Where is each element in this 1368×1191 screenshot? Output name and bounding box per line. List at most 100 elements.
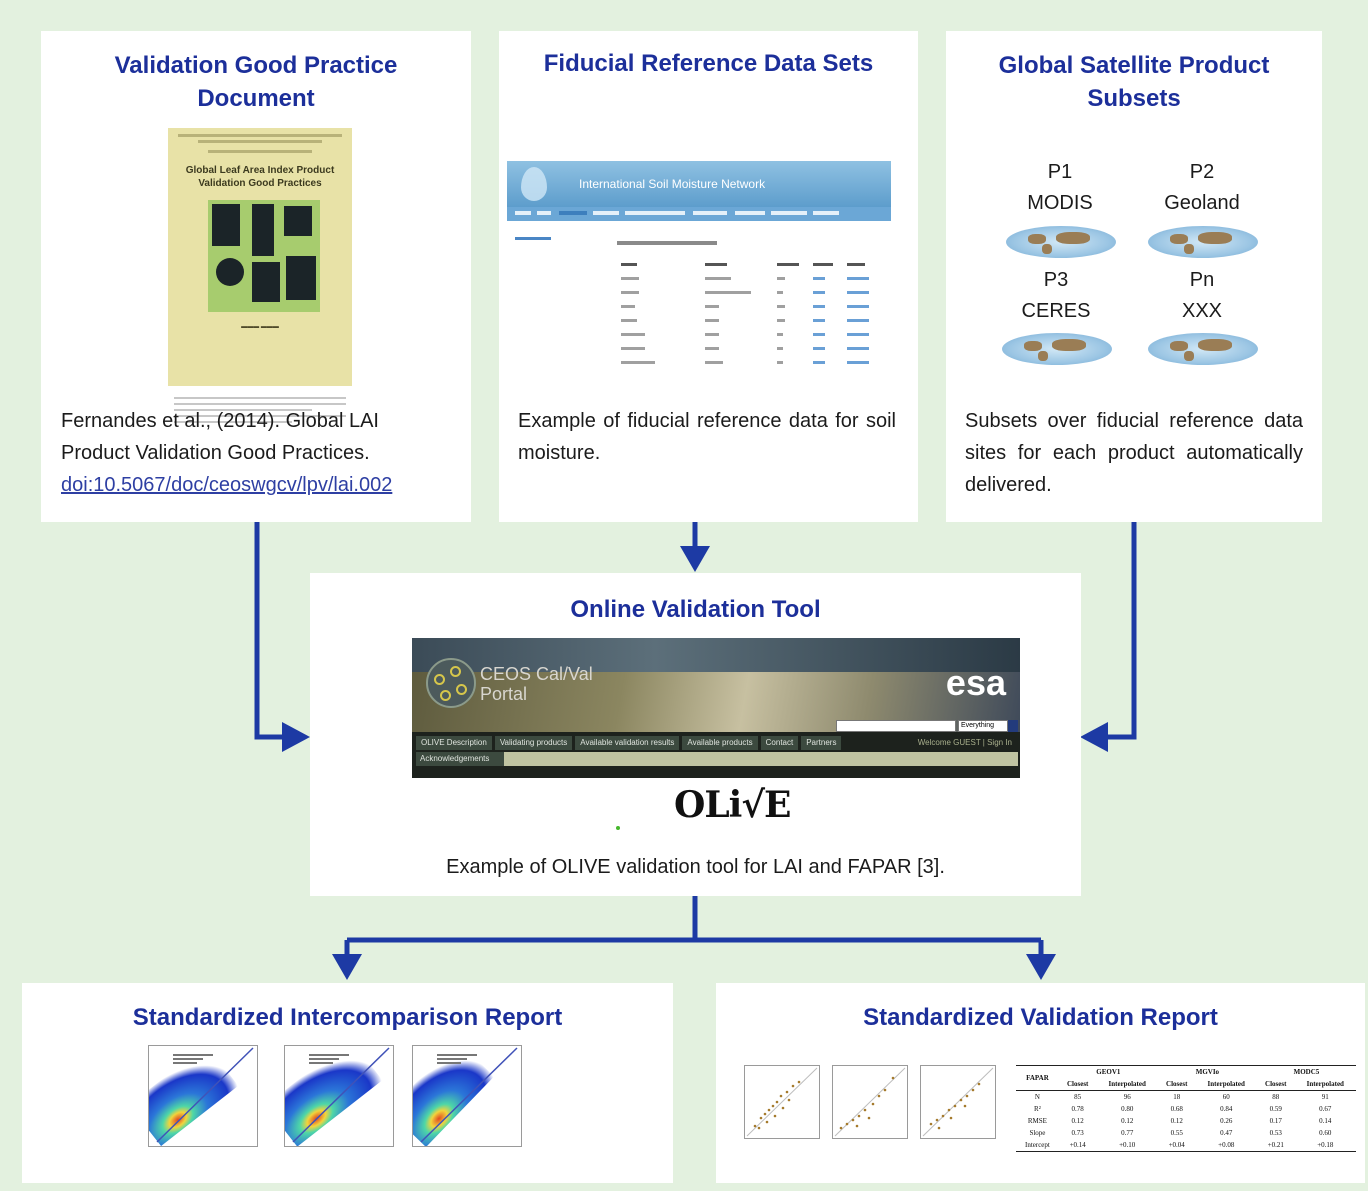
product-id: Pn — [1189, 269, 1215, 291]
connector-satellite-to-tool — [1108, 522, 1137, 740]
table-subheader: Interpolated — [1096, 1078, 1158, 1091]
green-dot — [616, 826, 620, 830]
table-row-label: Slope — [1029, 1129, 1046, 1137]
world-map-icon — [1148, 333, 1258, 365]
menu-acknowledgements[interactable]: Acknowledgements — [416, 752, 506, 766]
fiducial-box: Fiducial Reference Data Sets Internation… — [499, 31, 918, 522]
olive-menu: OLIVE Description Validating products Av… — [412, 732, 1020, 778]
product-p3: P3 CERES — [986, 265, 1126, 327]
table-row-label: Intercept — [1016, 1139, 1059, 1152]
world-map-icon — [1148, 226, 1258, 258]
table-row-label: R² — [1034, 1105, 1041, 1113]
table-row-label: N — [1034, 1093, 1040, 1101]
table-cell: 60 — [1222, 1093, 1230, 1101]
intercomparison-scatter-2 — [284, 1045, 394, 1147]
satellite-caption: Subsets over fiducial reference data sit… — [965, 410, 1303, 496]
ismn-table-heading — [617, 241, 717, 245]
table-cell: 0.17 — [1269, 1117, 1282, 1125]
arrowhead-left — [1080, 722, 1108, 752]
fiducial-title: Fiducial Reference Data Sets — [543, 50, 874, 77]
connector-doc-to-tool — [254, 522, 282, 740]
table-cell: +0.08 — [1195, 1139, 1257, 1152]
validation-scatter-2 — [832, 1065, 908, 1139]
olive-search-input[interactable] — [836, 720, 956, 732]
satellite-box: Global Satellite Product Subsets P1 MODI… — [946, 31, 1322, 522]
table-cell: 0.73 — [1071, 1129, 1084, 1137]
document-cover-map-grid — [208, 200, 320, 312]
menu-available-validation-results[interactable]: Available validation results — [575, 736, 680, 750]
validation-report-box: Standardized Validation Report — [716, 983, 1365, 1183]
table-group-header: MODC5 — [1256, 1065, 1356, 1078]
product-pn: Pn XXX — [1132, 265, 1272, 327]
olive-search-button[interactable] — [1008, 720, 1018, 732]
doi-link[interactable]: doi:10.5067/doc/ceoswgcv/lpv/lai.002 — [61, 474, 393, 496]
table-cell: +0.21 — [1256, 1139, 1295, 1152]
product-p1: P1 MODIS — [990, 157, 1130, 219]
validation-doc-citation: Fernandes et al., (2014). Global LAI Pro… — [61, 405, 451, 501]
table-group-header: GEOV1 — [1058, 1065, 1158, 1078]
connector-tool-to-reports — [344, 896, 1044, 956]
menu-validating-products[interactable]: Validating products — [494, 736, 573, 750]
validation-doc-title: Validation Good Practice Document — [114, 52, 398, 112]
olive-welcome-text[interactable]: Welcome GUEST | Sign In — [917, 738, 1012, 747]
table-cell: 0.12 — [1071, 1117, 1084, 1125]
document-cover-title: Global Leaf Area Index Product Validatio… — [185, 165, 335, 189]
table-subheader: Closest — [1157, 1078, 1196, 1091]
table-cell: 0.12 — [1121, 1117, 1134, 1125]
table-subheader: Closest — [1058, 1078, 1097, 1091]
world-map-icon — [1006, 226, 1116, 258]
arrowhead-down-intercomparison — [332, 954, 362, 980]
table-cell: 85 — [1074, 1093, 1082, 1101]
esa-logo: esa — [945, 662, 1006, 703]
olive-wordmark: OLi√E — [674, 784, 791, 826]
table-group-header: MGVIo — [1157, 1065, 1257, 1078]
table-cell: +0.18 — [1294, 1139, 1356, 1152]
product-name: CERES — [1021, 300, 1091, 322]
menu-partners[interactable]: Partners — [801, 736, 842, 750]
table-cell: +0.10 — [1096, 1139, 1158, 1152]
ismn-navbar — [507, 207, 891, 221]
olive-banner — [412, 638, 1020, 732]
product-id: P2 — [1189, 161, 1215, 183]
menu-olive-description[interactable]: OLIVE Description — [416, 736, 492, 750]
table-cell: 0.60 — [1319, 1129, 1332, 1137]
table-subheader: Closest — [1256, 1078, 1295, 1091]
table-cell: 0.12 — [1170, 1117, 1183, 1125]
table-cell: 0.47 — [1220, 1129, 1233, 1137]
intercomparison-scatter-1 — [148, 1045, 258, 1147]
menu-available-products[interactable]: Available products — [682, 736, 758, 750]
product-name: XXX — [1181, 300, 1223, 322]
validation-doc-box: Validation Good Practice Document Global… — [41, 31, 471, 522]
table-cell: 0.55 — [1170, 1129, 1183, 1137]
table-cell: 91 — [1321, 1093, 1329, 1101]
validation-scatter-1 — [744, 1065, 820, 1139]
table-cell: 0.26 — [1220, 1117, 1233, 1125]
table-cell: 88 — [1272, 1093, 1280, 1101]
table-cell: 0.59 — [1269, 1105, 1282, 1113]
product-name: MODIS — [1027, 192, 1093, 214]
portal-name: CEOS Cal/Val Portal — [480, 664, 593, 704]
arrowhead-right — [282, 722, 310, 752]
olive-search-scope[interactable]: Everything — [958, 720, 1008, 732]
table-cell: 0.14 — [1319, 1117, 1332, 1125]
product-id: P3 — [1043, 269, 1069, 291]
document-cover-version: ▬▬▬ ▬▬▬ — [241, 324, 279, 330]
arrowhead-down-tool — [680, 546, 710, 572]
table-cell: +0.14 — [1058, 1139, 1097, 1152]
table-cell: 0.67 — [1319, 1105, 1332, 1113]
online-tool-caption: Example of OLIVE validation tool for LAI… — [446, 856, 945, 878]
product-p2: P2 Geoland — [1132, 157, 1272, 219]
table-subheader: Interpolated — [1195, 1078, 1257, 1091]
table-row: Intercept+0.14+0.10+0.04+0.08+0.21+0.18 — [1016, 1139, 1356, 1152]
ceos-globe-icon — [426, 658, 476, 708]
validation-scatter-3 — [920, 1065, 996, 1139]
validation-report-title: Standardized Validation Report — [863, 1004, 1218, 1031]
table-cell: 0.68 — [1170, 1105, 1183, 1113]
arrowhead-down-validation — [1026, 954, 1056, 980]
menu-contact[interactable]: Contact — [760, 736, 799, 750]
